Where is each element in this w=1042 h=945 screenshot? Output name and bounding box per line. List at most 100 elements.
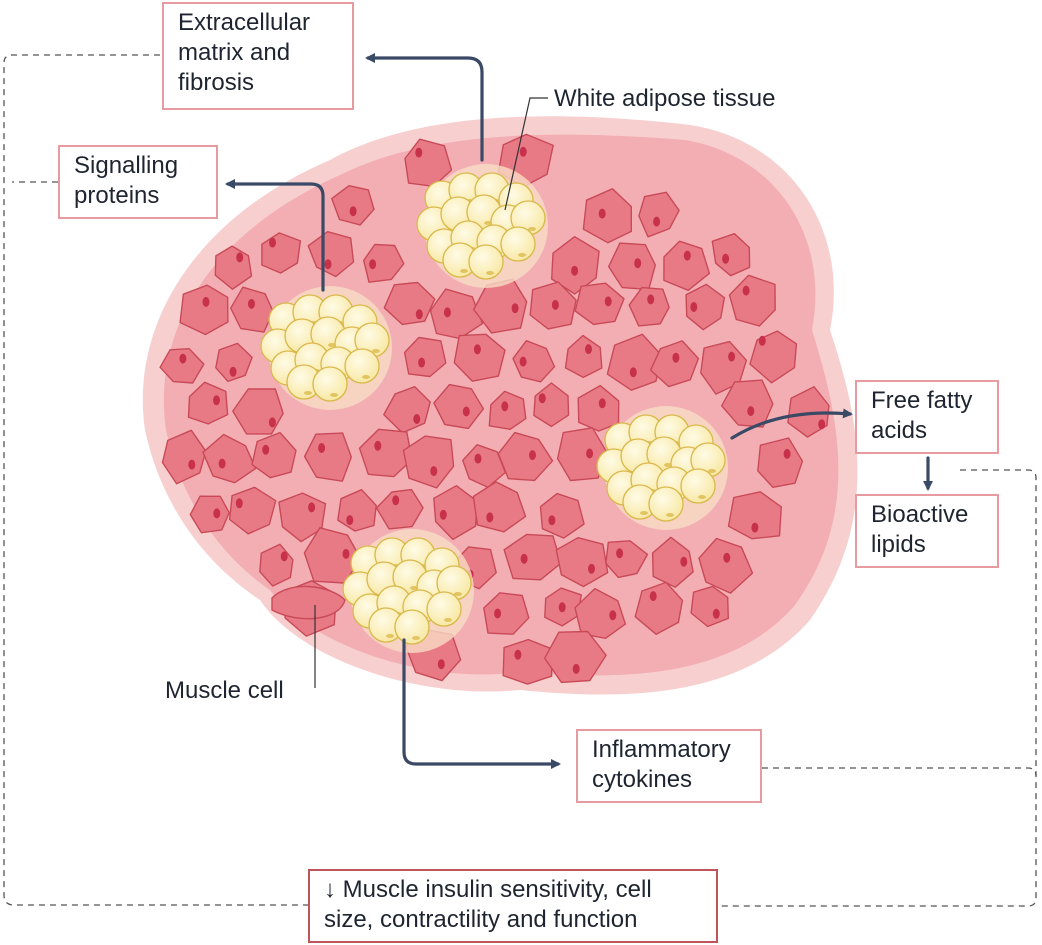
muscle-cell-nucleus	[308, 502, 316, 513]
muscle-cell-label: Muscle cell	[165, 677, 284, 704]
muscle-cell-nucleus	[683, 250, 691, 261]
muscle-cell-nucleus	[369, 259, 377, 270]
muscle-cell-nucleus	[392, 495, 400, 506]
muscle-cell-nucleus	[486, 512, 494, 523]
muscle-cell-nucleus	[690, 302, 698, 312]
muscle-cell-nucleus	[818, 419, 826, 430]
adipocyte	[468, 244, 504, 280]
muscle-cell-nucleus	[511, 303, 519, 314]
muscle-cell-nucleus	[520, 553, 528, 564]
muscle-cell	[582, 188, 632, 244]
muscle-cell-nucleus	[439, 509, 447, 520]
muscle-cell	[429, 288, 484, 340]
muscle-cell	[402, 435, 455, 489]
muscle-cell	[179, 284, 229, 336]
muscle-cell-nucleus	[213, 508, 221, 519]
adipocyte-nucleus	[528, 227, 536, 231]
muscle-cell	[539, 492, 585, 539]
adipocyte-nucleus	[412, 636, 420, 640]
adipocyte-nucleus	[372, 349, 380, 353]
muscle-cell-nucleus	[235, 498, 243, 509]
muscle-cell	[229, 286, 274, 333]
muscle-cell	[358, 428, 413, 478]
muscle-cell-nucleus	[598, 398, 606, 409]
arrows	[225, 53, 933, 769]
labelled-muscle-cell	[271, 585, 346, 620]
muscle-cell	[228, 486, 277, 535]
label-line: cytokines	[592, 766, 693, 793]
muscle-cell-nucleus	[324, 259, 332, 270]
muscle-cell	[555, 537, 609, 588]
muscle-cell-nucleus	[571, 265, 579, 276]
muscle-cell	[503, 533, 562, 581]
arrow-to-extracellular-matrix	[365, 53, 484, 162]
label-line: Signalling	[74, 152, 179, 179]
muscle-cell	[727, 491, 782, 540]
muscle-cell-nucleus	[494, 608, 502, 619]
muscle-cell-nucleus	[413, 414, 421, 424]
adipocyte-nucleus	[410, 586, 418, 590]
signalling-proteins-label: Signalling proteins	[58, 145, 218, 219]
muscle-cell-nucleus	[649, 591, 657, 602]
muscle-cell	[628, 286, 670, 327]
label-line: fibrosis	[178, 69, 255, 96]
label-line: Inflammatory	[592, 736, 731, 763]
muscle-cell-nucleus	[529, 450, 536, 461]
adipocyte-nucleus	[666, 513, 674, 517]
muscle-cell-nucleus	[188, 459, 196, 470]
muscle-cell-nucleus	[616, 548, 624, 559]
adipocyte-nucleus	[386, 634, 394, 638]
adipocyte-nucleus	[484, 221, 492, 225]
label-line: lipids	[871, 531, 926, 558]
muscle-cell-nucleus	[634, 258, 642, 269]
muscle-cell	[757, 437, 804, 488]
muscle-cell	[215, 342, 253, 383]
muscle-cell	[303, 432, 352, 482]
muscle-cell-nucleus	[501, 401, 509, 412]
muscle-cell-nucleus	[280, 551, 288, 562]
muscle-cell	[608, 242, 656, 291]
muscle-cell	[488, 390, 527, 430]
muscle-cell-nucleus	[229, 366, 237, 377]
muscle-cell	[649, 340, 700, 388]
muscle-cell-nucleus	[519, 146, 527, 157]
outcome-label: ↓ Muscle insulin sensitivity, cell size,…	[308, 869, 718, 943]
muscle-cell	[605, 540, 649, 579]
muscle-cell-nucleus	[437, 659, 445, 670]
muscle-cell-nucleus	[609, 610, 617, 621]
muscle-cell-nucleus	[374, 440, 382, 451]
muscle-cell-nucleus	[318, 443, 326, 453]
muscle-cell	[433, 383, 485, 430]
adipocyte-nucleus	[486, 271, 494, 275]
muscle-cell	[721, 379, 774, 428]
muscle-cell	[403, 336, 447, 378]
muscle-cell	[711, 232, 751, 277]
muscle-cell-nucleus	[742, 285, 750, 296]
label-line: acids	[871, 417, 928, 444]
adipocyte-nucleus	[460, 269, 468, 273]
muscle-cell	[512, 340, 556, 383]
adipocyte-nucleus	[328, 343, 336, 347]
muscle-cell-nucleus	[462, 406, 470, 417]
adipocyte-nucleus	[362, 375, 370, 379]
muscle-cell	[483, 592, 530, 635]
muscle-cell-nucleus	[758, 335, 766, 346]
muscle-cell	[497, 431, 554, 482]
muscle-cell	[574, 587, 627, 639]
muscle-cell	[574, 282, 625, 326]
muscle-cell-nucleus	[548, 515, 556, 526]
muscle-cell-nucleus	[269, 237, 276, 248]
muscle-cell	[159, 348, 205, 384]
bioactive-lipids-label: Bioactive lipids	[855, 494, 999, 568]
adipocyte	[394, 609, 430, 645]
adipocyte-nucleus	[640, 511, 648, 515]
adipocyte	[680, 468, 716, 504]
muscle-cell-nucleus	[722, 253, 730, 264]
muscle-cell-nucleus	[747, 406, 755, 417]
arrow-to-inflammatory-cytokines	[402, 638, 561, 769]
muscle-cell	[363, 243, 405, 283]
muscle-cell	[638, 191, 680, 238]
adipocyte-nucleus	[304, 391, 312, 395]
white-adipose-tissue-label: White adipose tissue	[554, 85, 776, 112]
label-line: Extracellular	[178, 9, 311, 36]
